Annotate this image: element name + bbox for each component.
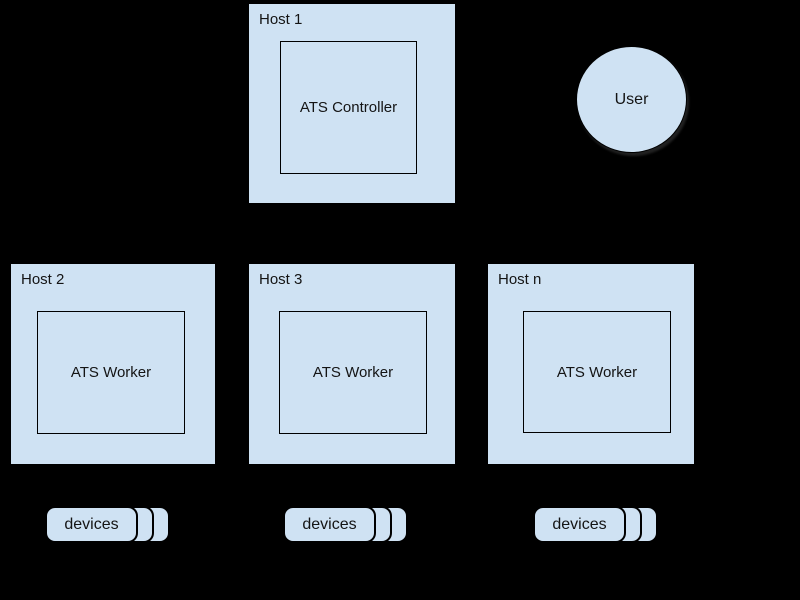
host3-label: Host 3 — [259, 271, 303, 288]
user-label: User — [614, 90, 649, 108]
devices-stack-2: devices — [283, 506, 409, 544]
devices1-label: devices — [64, 515, 119, 533]
ats-worker3-label: ATS Worker — [556, 363, 638, 381]
devices2-label: devices — [302, 515, 357, 533]
devices-card-front: devices — [45, 506, 138, 543]
ats-worker2-label: ATS Worker — [312, 364, 394, 381]
host1-box: Host 1 ATS Controller — [248, 3, 456, 204]
ats-worker3-box: ATS Worker — [523, 311, 671, 433]
ats-worker1-label: ATS Worker — [70, 364, 152, 381]
ats-controller-label: ATS Controller — [299, 99, 398, 116]
ats-worker2-box: ATS Worker — [279, 311, 427, 434]
user-circle: User — [576, 46, 687, 153]
devices-stack-3: devices — [533, 506, 659, 544]
devices3-label: devices — [552, 515, 607, 533]
ats-worker1-box: ATS Worker — [37, 311, 185, 434]
host2-label: Host 2 — [21, 271, 65, 288]
host3-box: Host 3 ATS Worker — [248, 263, 456, 465]
hostn-box: Host n ATS Worker — [487, 263, 695, 465]
devices-card-front: devices — [533, 506, 626, 543]
host1-label: Host 1 — [259, 11, 303, 28]
devices-card-front: devices — [283, 506, 376, 543]
devices-stack-1: devices — [45, 506, 171, 544]
hostn-label: Host n — [498, 271, 542, 288]
host2-box: Host 2 ATS Worker — [10, 263, 216, 465]
ats-controller-box: ATS Controller — [280, 41, 417, 174]
